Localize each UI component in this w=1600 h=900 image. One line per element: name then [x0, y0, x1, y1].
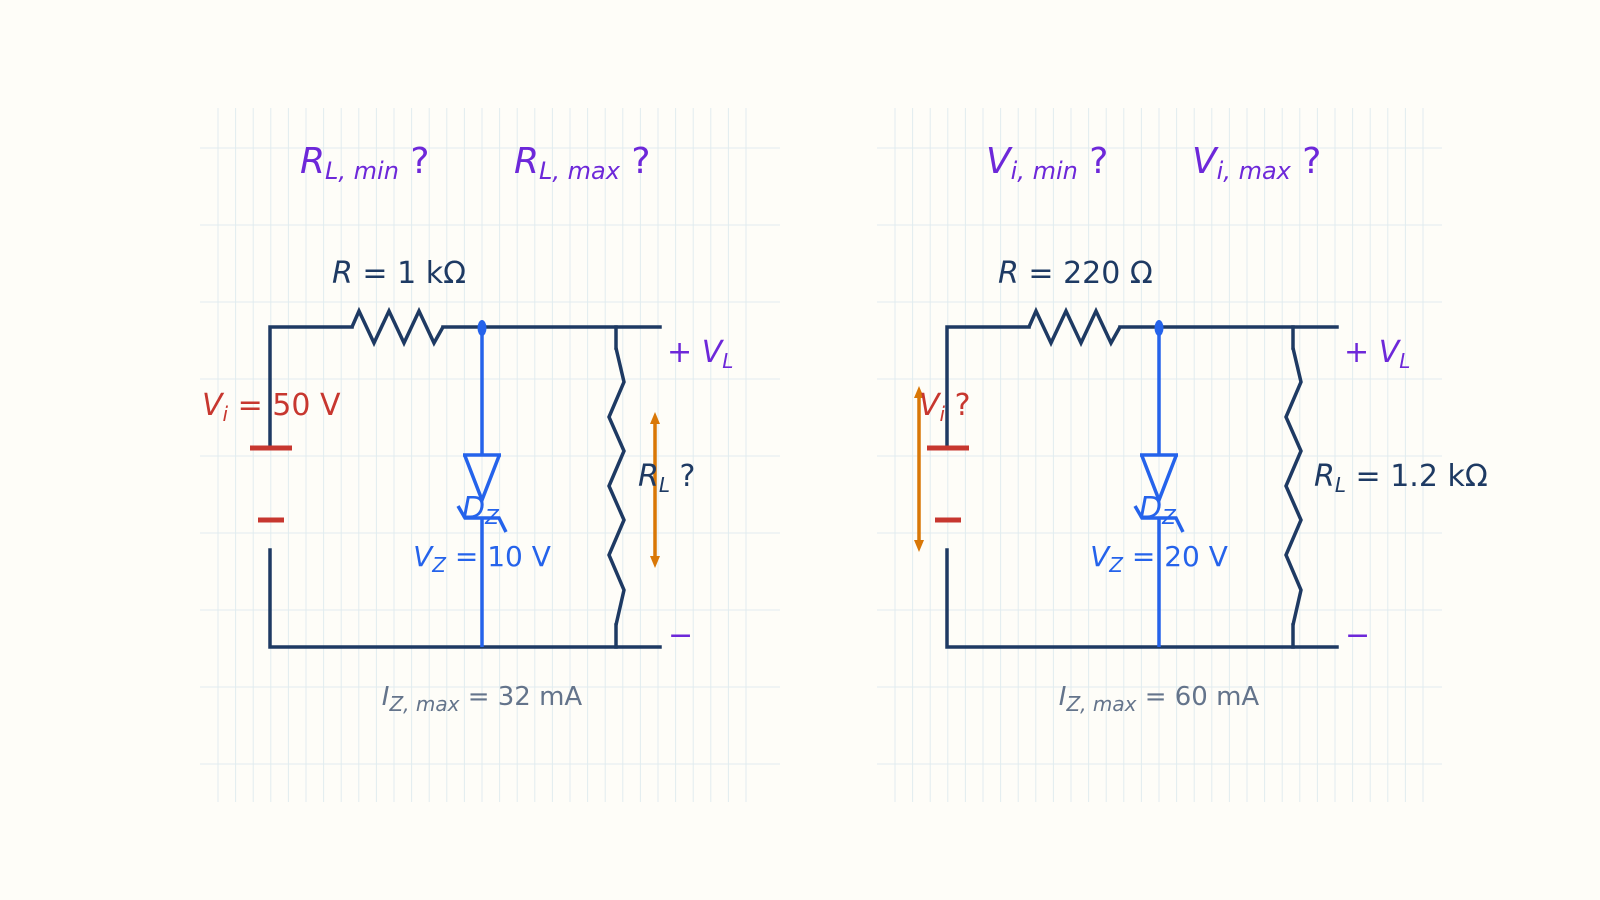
circuit-left: RL, min ? RL, max ? R = 1 kΩ Vi = 50 V D…	[202, 141, 733, 716]
zener-voltage-left: VZ = 10 V	[413, 540, 551, 577]
source-label-right: Vi ?	[919, 388, 971, 426]
circuit-right: Vi, min ? Vi, max ? R = 220 Ω Vi ?	[914, 141, 1488, 716]
load-unknown-arrow-left	[650, 412, 660, 568]
iz-max-note-left: IZ, max = 32 mA	[382, 682, 583, 716]
title-vi-min: Vi, min ?	[986, 141, 1108, 185]
vl-plus-label-right: + VL	[1344, 335, 1410, 373]
zener-voltage-right: VZ = 20 V	[1090, 540, 1228, 577]
load-label-left: RL ?	[638, 459, 695, 497]
junction-node-left	[477, 320, 487, 336]
title-vi-max: Vi, max ?	[1192, 141, 1321, 185]
zener-label-left: DZ	[462, 491, 500, 529]
zener-diode-left	[456, 453, 508, 533]
vl-plus-label-left: + VL	[667, 335, 733, 373]
iz-max-note-right: IZ, max = 60 mA	[1059, 682, 1260, 716]
vl-minus-label-left: −	[668, 618, 693, 653]
wire-left-source-top	[268, 325, 354, 447]
source-unknown-arrow-right	[914, 386, 924, 552]
zener-label-right: DZ	[1139, 491, 1177, 529]
wire-right-source-top	[945, 325, 1031, 447]
zener-diode-right	[1133, 453, 1185, 533]
resistor-label-left: R = 1 kΩ	[332, 256, 466, 291]
load-resistor-right	[1284, 347, 1303, 626]
load-label-right: RL = 1.2 kΩ	[1314, 459, 1488, 497]
junction-node-right	[1154, 320, 1164, 336]
title-rl-max: RL, max ?	[514, 141, 651, 185]
resistor-right	[1027, 306, 1122, 348]
resistor-label-right: R = 220 Ω	[998, 256, 1153, 291]
grid-background-left	[200, 108, 780, 802]
load-resistor-left	[607, 347, 626, 626]
resistor-left	[350, 306, 445, 348]
source-label-left: Vi = 50 V	[202, 388, 341, 426]
title-rl-min: RL, min ?	[300, 141, 429, 185]
vl-minus-label-right: −	[1345, 618, 1370, 653]
wire-right-source-bottom	[945, 548, 1339, 649]
wire-left-source-bottom	[268, 548, 662, 649]
